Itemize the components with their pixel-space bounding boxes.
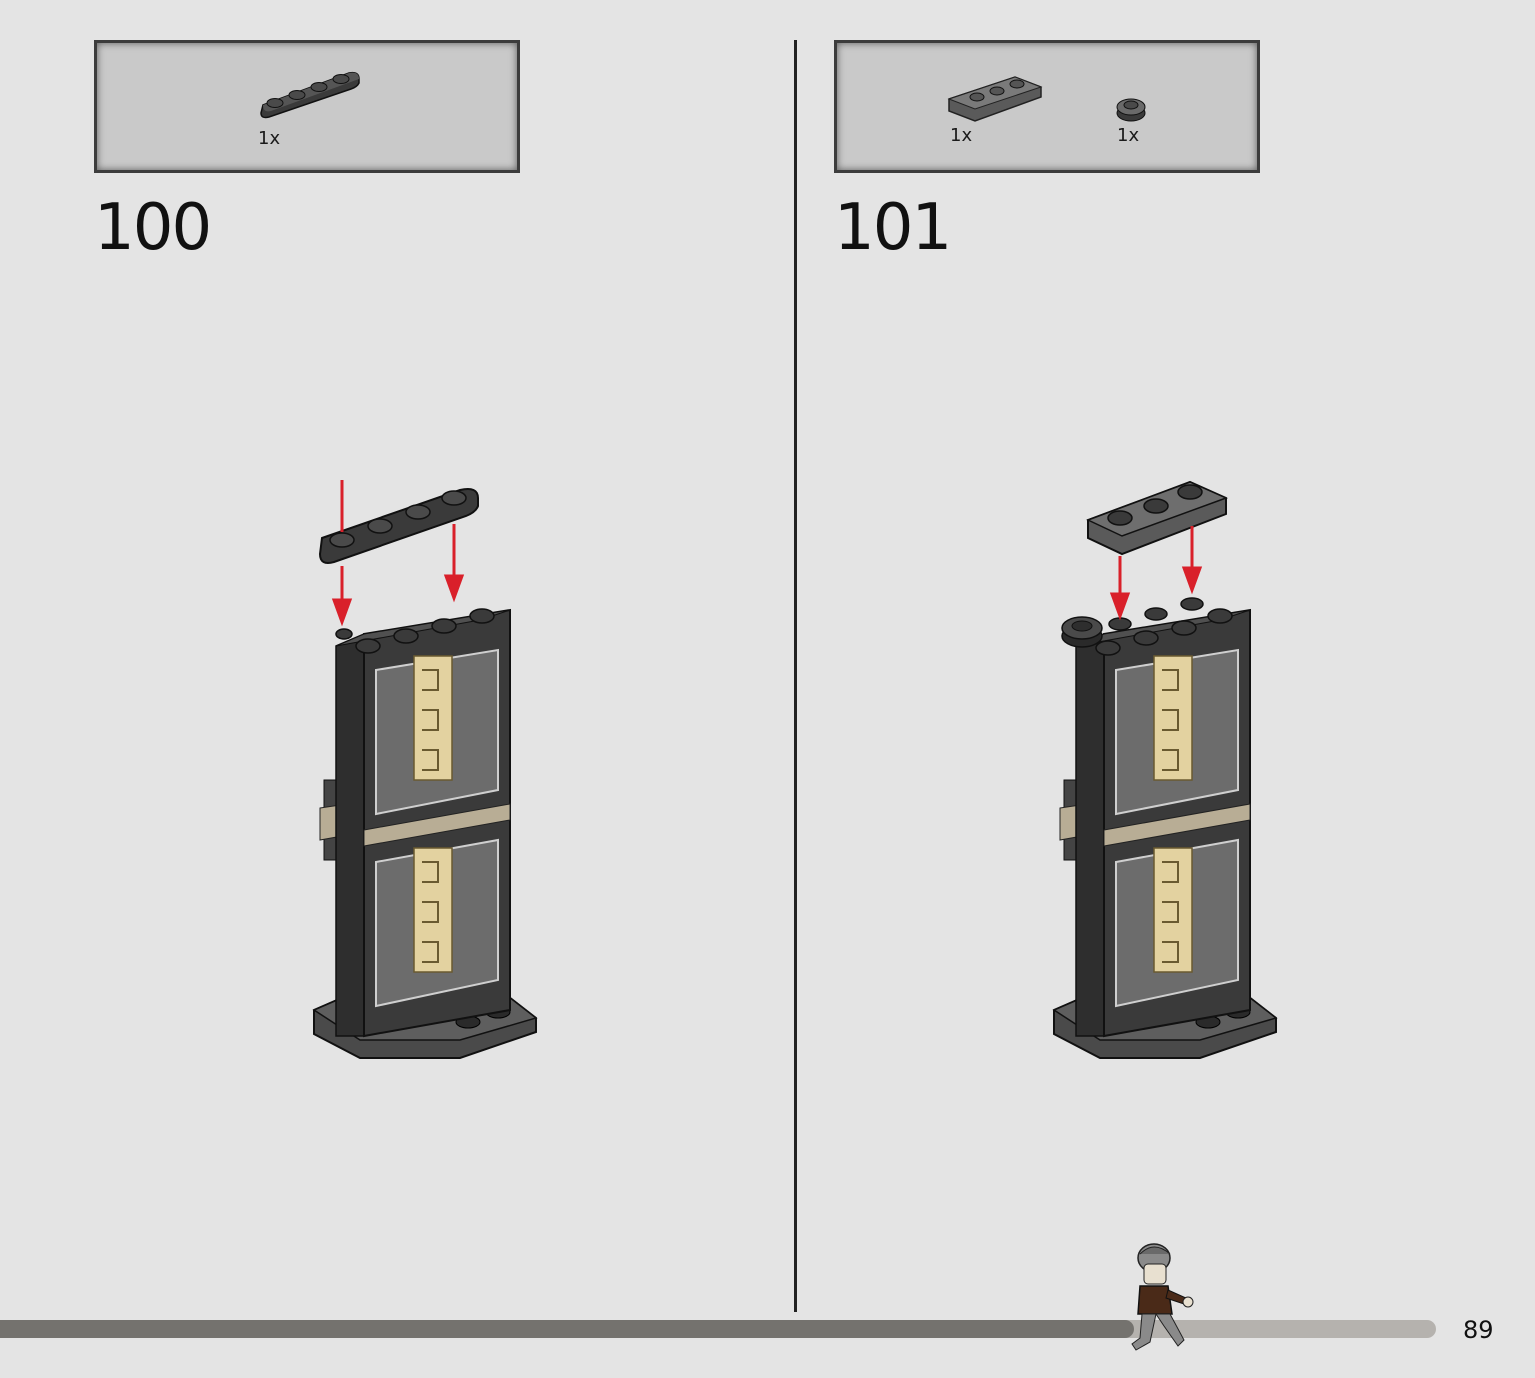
dark-gray-plate-1x3-icon: [947, 76, 1043, 122]
build-illustration-step-101: [1052, 480, 1278, 1059]
minifigure-walking-icon: [1131, 1243, 1194, 1351]
page-number: 89: [1463, 1316, 1494, 1344]
parts-callout-step-100: 1x: [94, 40, 520, 173]
dark-gray-plate-1x4-rounded-icon: [260, 71, 360, 119]
part-quantity: 1x: [258, 128, 281, 149]
round-plate-1x1-icon: [1116, 98, 1146, 122]
build-illustration-step-100: [312, 480, 538, 1059]
part-quantity: 1x: [1117, 125, 1140, 146]
step-number: 100: [94, 191, 212, 265]
step-number: 101: [834, 191, 952, 265]
part-quantity: 1x: [950, 125, 973, 146]
step-divider: [794, 40, 797, 1312]
progress-bar-fill: [0, 1320, 1135, 1338]
parts-callout-step-101: 1x 1x: [834, 40, 1260, 173]
progress-bar: [0, 1320, 1436, 1338]
